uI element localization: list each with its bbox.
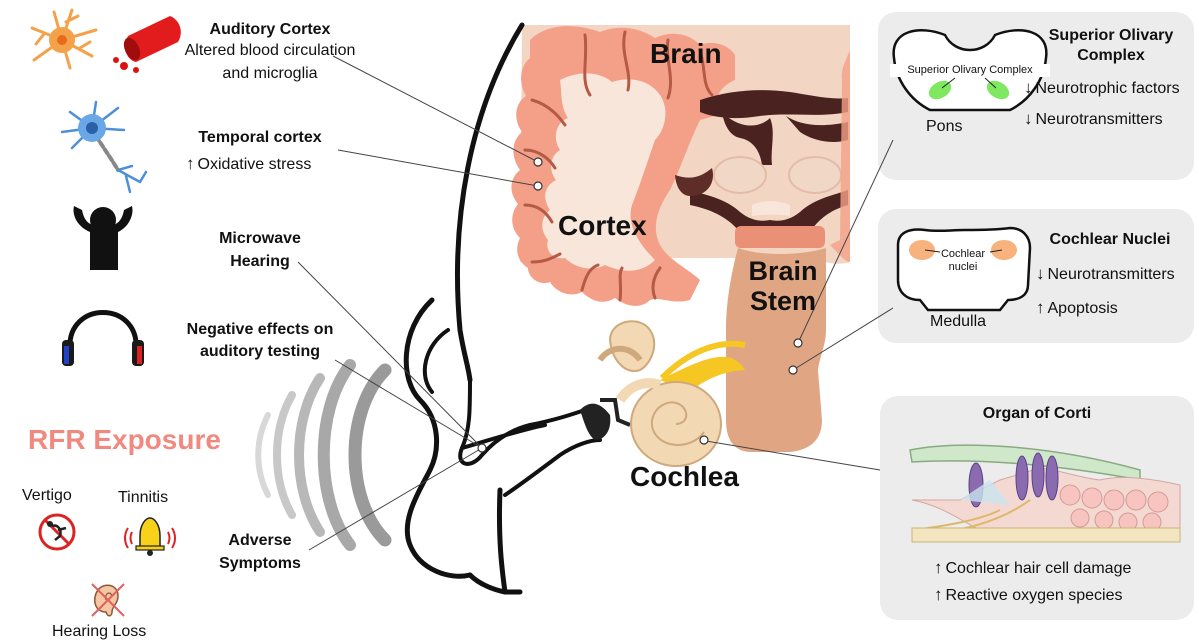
corti-row-1: ↑Cochlear hair cell damage bbox=[934, 558, 1131, 578]
cn-title: Cochlear Nuclei bbox=[1030, 230, 1190, 250]
down-arrow-icon: ↓ bbox=[1024, 109, 1033, 128]
microwave-hearing-line1: Microwave bbox=[200, 229, 320, 248]
hearing-loss-ear-icon bbox=[92, 584, 124, 616]
up-arrow-icon: ↑ bbox=[186, 154, 195, 173]
sound-waves bbox=[258, 365, 385, 545]
organ-of-corti-illustration bbox=[910, 445, 1180, 542]
negative-effects-line2: auditory testing bbox=[170, 342, 350, 361]
up-arrow-icon: ↑ bbox=[934, 585, 943, 604]
tinnitis-label: Tinnitis bbox=[118, 488, 168, 507]
auditory-cortex-title: Auditory Cortex bbox=[200, 20, 340, 39]
up-arrow-icon: ↑ bbox=[1036, 298, 1045, 317]
neuron-orange-icon bbox=[32, 10, 96, 68]
down-arrow-icon: ↓ bbox=[1036, 264, 1045, 283]
corti-title: Organ of Corti bbox=[880, 404, 1194, 424]
negative-effects-line1: Negative effects on bbox=[170, 320, 350, 339]
auditory-cortex-line2: and microglia bbox=[160, 64, 380, 83]
cn-inner-label: Cochlear nuclei bbox=[930, 248, 996, 274]
temporal-cortex-effect: ↑Oxidative stress bbox=[186, 154, 311, 174]
hearing-loss-label: Hearing Loss bbox=[52, 622, 146, 641]
middle-ear bbox=[580, 400, 630, 440]
temporal-cortex-effect-text: Oxidative stress bbox=[198, 156, 312, 173]
corti-row-2-text: Reactive oxygen species bbox=[946, 587, 1123, 604]
cn-row-2-text: Apoptosis bbox=[1048, 300, 1118, 317]
down-arrow-icon: ↓ bbox=[1024, 78, 1033, 97]
brain-stem-label-line1: Brain bbox=[743, 256, 823, 286]
auditory-cortex-line1: Altered blood circulation bbox=[160, 41, 380, 60]
soc-inner-label: Superior Olivary Complex bbox=[890, 64, 1050, 77]
soc-title: Superior Olivary Complex bbox=[1036, 26, 1186, 66]
microwave-hearing-line2: Hearing bbox=[200, 252, 320, 271]
neuron-blue-icon bbox=[62, 102, 146, 192]
cochlea-label: Cochlea bbox=[630, 461, 739, 493]
cortex-label: Cortex bbox=[558, 210, 647, 242]
soc-title-line2: Complex bbox=[1036, 46, 1186, 66]
brain-stem-label-line2: Stem bbox=[743, 286, 823, 316]
rfr-exposure-title: RFR Exposure bbox=[28, 424, 221, 456]
corti-row-1-text: Cochlear hair cell damage bbox=[946, 560, 1132, 577]
temporal-cortex-title: Temporal cortex bbox=[180, 128, 340, 147]
up-arrow-icon: ↑ bbox=[934, 558, 943, 577]
vertigo-label: Vertigo bbox=[22, 486, 72, 505]
tinnitus-bell-icon bbox=[125, 518, 175, 556]
medulla-label: Medulla bbox=[930, 313, 986, 331]
cn-row-1: ↓Neurotransmitters bbox=[1036, 264, 1175, 284]
vertigo-icon bbox=[40, 515, 74, 549]
adverse-symptoms-line1: Adverse bbox=[200, 531, 320, 550]
soc-row-2: ↓Neurotransmitters bbox=[1024, 109, 1163, 129]
headphones-icon bbox=[62, 313, 144, 367]
soc-row-1: ↓Neurotrophic factors bbox=[1024, 78, 1180, 98]
pons-label: Pons bbox=[926, 118, 962, 136]
cn-row-2: ↑Apoptosis bbox=[1036, 298, 1118, 318]
soc-row-1-text: Neurotrophic factors bbox=[1036, 80, 1180, 97]
adverse-symptoms-line2: Symptoms bbox=[200, 554, 320, 573]
brain-stem-label: Brain Stem bbox=[743, 256, 823, 316]
brain-label: Brain bbox=[650, 38, 722, 70]
person-silhouette-icon bbox=[74, 206, 133, 270]
corti-row-2: ↑Reactive oxygen species bbox=[934, 585, 1122, 605]
soc-row-2-text: Neurotransmitters bbox=[1036, 111, 1163, 128]
cn-inner-label-line1: Cochlear bbox=[930, 248, 996, 261]
soc-title-line1: Superior Olivary bbox=[1036, 26, 1186, 46]
cn-inner-label-line2: nuclei bbox=[930, 261, 996, 274]
cn-row-1-text: Neurotransmitters bbox=[1048, 266, 1175, 283]
